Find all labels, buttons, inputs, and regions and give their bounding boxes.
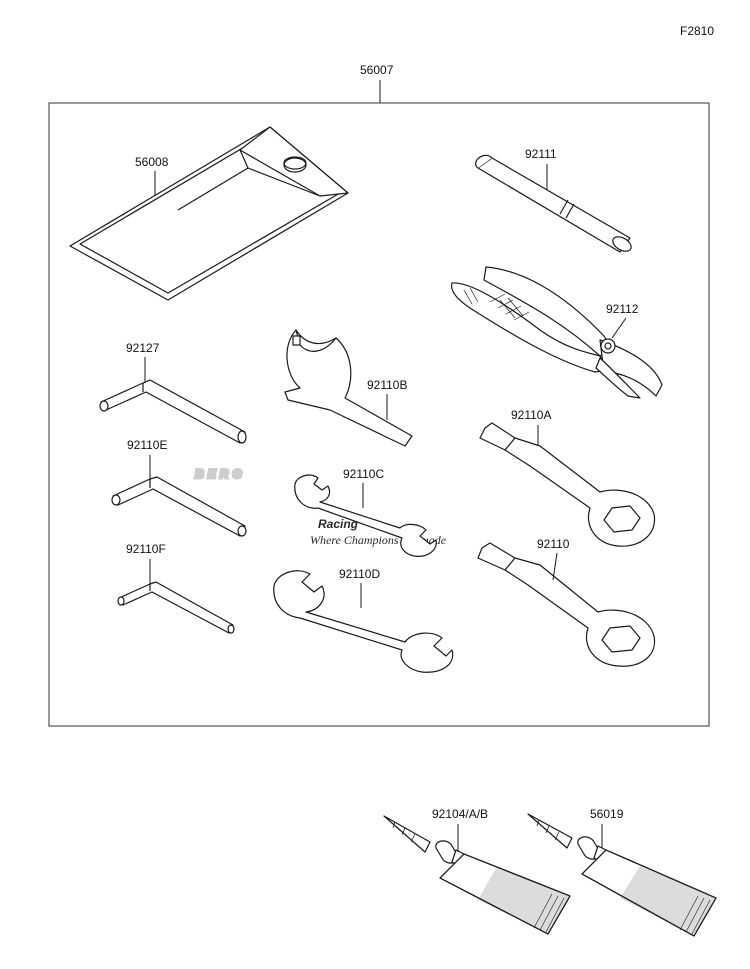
label-hex-key-medium: 92110E [127, 438, 167, 452]
label-grease-tube-a: 92104/A/B [432, 807, 488, 821]
kit-frame [48, 102, 710, 727]
ring-wrench-a-drawing [479, 422, 656, 547]
hex-key-large-drawing [99, 379, 247, 444]
figure-code: F2810 [680, 24, 714, 38]
label-ring-wrench: 92110 [537, 537, 570, 551]
label-pliers: 92112 [606, 302, 639, 316]
grease-tube-a-drawing [383, 815, 571, 935]
pliers-drawing [450, 266, 663, 399]
label-grease-tube-b: 56019 [590, 807, 624, 821]
hook-wrench-drawing [284, 329, 413, 447]
label-hex-key-large: 92127 [126, 341, 160, 355]
label-tube-wrench: 92111 [525, 147, 557, 161]
label-open-wrench-d: 92110D [339, 567, 380, 581]
tube-wrench-drawing [475, 154, 632, 253]
open-wrench-d-drawing [273, 570, 454, 673]
label-bag: 56008 [135, 155, 169, 169]
leader-pliers [611, 317, 627, 339]
grease-tube-b-drawing [527, 813, 717, 937]
label-open-wrench-c: 92110C [343, 467, 384, 481]
leader-ring-wrench [552, 552, 558, 581]
label-hex-key-small: 92110F [126, 542, 166, 556]
kit-label: 56007 [360, 63, 394, 77]
tool-bag-drawing [69, 126, 349, 301]
label-ring-wrench-a: 92110A [511, 408, 551, 422]
label-hook-wrench: 92110B [367, 378, 407, 392]
watermark-logo-line1: BERG [195, 467, 246, 481]
hex-key-small-drawing [117, 581, 235, 634]
hex-key-medium-drawing [111, 476, 247, 537]
open-wrench-c-drawing [294, 474, 437, 557]
ring-wrench-drawing [477, 542, 656, 667]
watermark-logo-line2: Racing [318, 517, 359, 531]
